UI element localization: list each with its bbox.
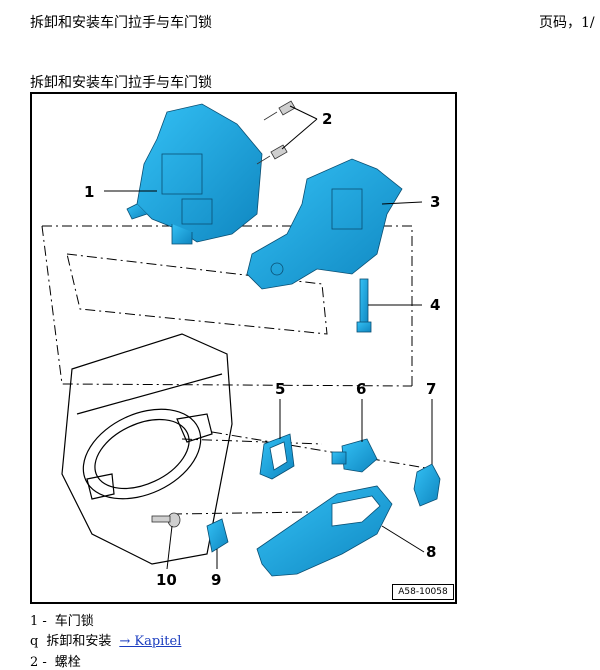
callout-4: 4 <box>430 296 440 314</box>
part-number-label: A58-10058 <box>392 584 454 600</box>
lock-cylinder-part <box>331 438 378 473</box>
callout-10: 10 <box>156 571 177 589</box>
legend-item-1-text: 车门锁 <box>54 614 94 629</box>
bullet-marker: q <box>30 634 39 649</box>
section-title: 拆卸和安装车门拉手与车门锁 <box>30 75 212 91</box>
kapitel-link[interactable]: → Kapitel <box>119 634 182 649</box>
legend-item-2-text: 螺栓 <box>54 655 81 670</box>
end-cap-part <box>413 463 441 507</box>
callout-5: 5 <box>275 380 285 398</box>
handle-insert-part <box>259 433 295 480</box>
callout-8: 8 <box>426 543 436 561</box>
lock-screws <box>256 100 296 165</box>
callout-2: 2 <box>322 110 332 128</box>
callout-6: 6 <box>356 380 366 398</box>
exploded-view-figure: 1 2 3 4 5 6 7 8 9 10 A58-10058 <box>30 92 457 604</box>
callout-1: 1 <box>84 183 94 201</box>
door-handle-part <box>256 485 393 577</box>
guide-frame-outer <box>42 225 413 386</box>
legend-item-1-number: 1 - <box>30 614 47 629</box>
guide-frame-inner <box>66 253 328 335</box>
callout-3: 3 <box>430 193 440 211</box>
cover-piece-part <box>206 518 229 553</box>
bullet-text: 拆卸和安装 <box>46 634 112 649</box>
header-title: 拆卸和安装车门拉手与车门锁 <box>30 15 212 31</box>
guide-line-insert <box>181 438 323 445</box>
guide-line-handle <box>211 431 433 470</box>
handle-bracket-part <box>246 158 403 290</box>
callout-9: 9 <box>211 571 221 589</box>
door-lock-part <box>126 103 263 245</box>
lock-rod-part <box>356 278 372 333</box>
guide-line-bolt <box>171 511 313 515</box>
legend-item-2-number: 2 - <box>30 655 47 670</box>
legend-item-1: 1 - 车门锁 <box>30 610 94 629</box>
page-number: 页码，1/ <box>539 15 595 31</box>
legend-bullet: q 拆卸和安装 → Kapitel <box>30 630 181 649</box>
callout-7: 7 <box>426 380 436 398</box>
door-panel <box>61 333 233 565</box>
exploded-view-drawing: 1 2 3 4 5 6 7 8 9 10 <box>41 100 441 589</box>
handle-screw <box>151 512 181 528</box>
